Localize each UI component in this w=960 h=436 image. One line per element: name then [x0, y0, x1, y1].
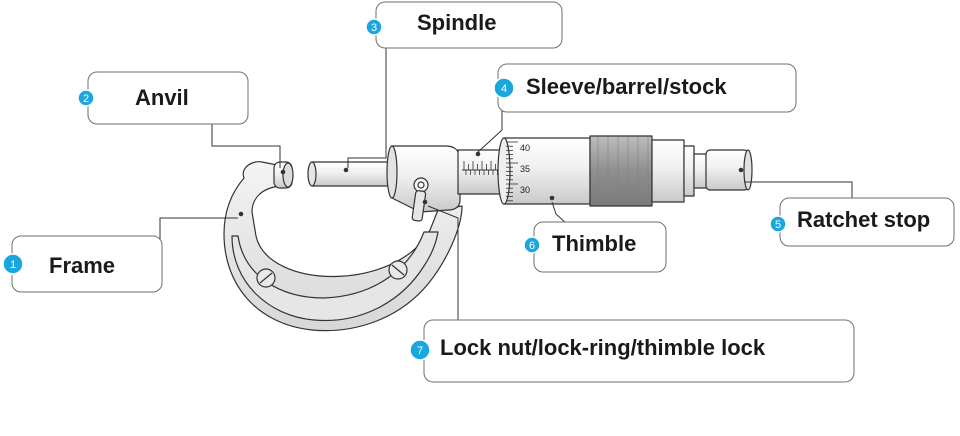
badge-sleeve-number: 4 [501, 83, 507, 95]
leader-lock [427, 205, 459, 320]
thimble-part: 40 35 30 [497, 135, 695, 207]
badge-lock-number: 7 [417, 345, 423, 357]
label-sleeve: Sleeve/barrel/stock [526, 74, 727, 99]
label-thimble: Thimble [552, 231, 636, 256]
label-ratchet: Ratchet stop [797, 207, 930, 232]
thimble-grip [589, 135, 653, 207]
callout-ratchet: 5 Ratchet stop [769, 197, 955, 247]
frame-plate [231, 231, 439, 322]
leader-anvil [211, 124, 281, 168]
badge-thimble-number: 6 [529, 240, 535, 252]
micrometer: 40 35 30 [223, 135, 753, 332]
leader-sleeve [477, 104, 503, 153]
badge-anvil-number: 2 [83, 93, 89, 105]
thimble-scale-35: 35 [520, 164, 530, 174]
badge-lock [409, 339, 431, 361]
frame-screw [388, 260, 408, 280]
callout-lock: 7 Lock nut/lock-ring/thimble lock [409, 319, 855, 383]
ratchet-stop-part [693, 149, 753, 191]
spindle-part [307, 161, 397, 187]
badge-frame-number: 1 [10, 259, 16, 271]
anvil-part [273, 161, 294, 189]
badge-anvil [77, 89, 95, 107]
label-lock: Lock nut/lock-ring/thimble lock [440, 335, 766, 360]
label-spindle: Spindle [417, 10, 496, 35]
leader-lines [159, 34, 853, 320]
badge-sleeve [493, 77, 515, 99]
leader-spindle [347, 34, 387, 168]
badge-spindle [365, 18, 383, 36]
sleeve-part [457, 149, 505, 195]
badge-ratchet [769, 215, 787, 233]
callout-thimble: 6 Thimble [523, 221, 667, 273]
callout-sleeve: 4 Sleeve/barrel/stock [493, 63, 797, 113]
label-anvil: Anvil [135, 85, 189, 110]
thimble-scale-40: 40 [520, 143, 530, 153]
frame-screw [256, 268, 276, 288]
leader-frame [159, 217, 238, 246]
sleeve-holder [391, 145, 461, 213]
callout-anvil: 2 Anvil [77, 71, 249, 125]
badge-frame [2, 253, 24, 275]
label-frame: Frame [49, 253, 115, 278]
callout-frame: 1 Frame [2, 235, 163, 293]
badge-spindle-number: 3 [371, 22, 377, 34]
thimble-scale-30: 30 [520, 185, 530, 195]
lock-nut-part [411, 177, 429, 222]
badge-ratchet-number: 5 [775, 219, 781, 231]
callout-spindle: 3 Spindle [365, 1, 563, 49]
badge-thimble [523, 236, 541, 254]
